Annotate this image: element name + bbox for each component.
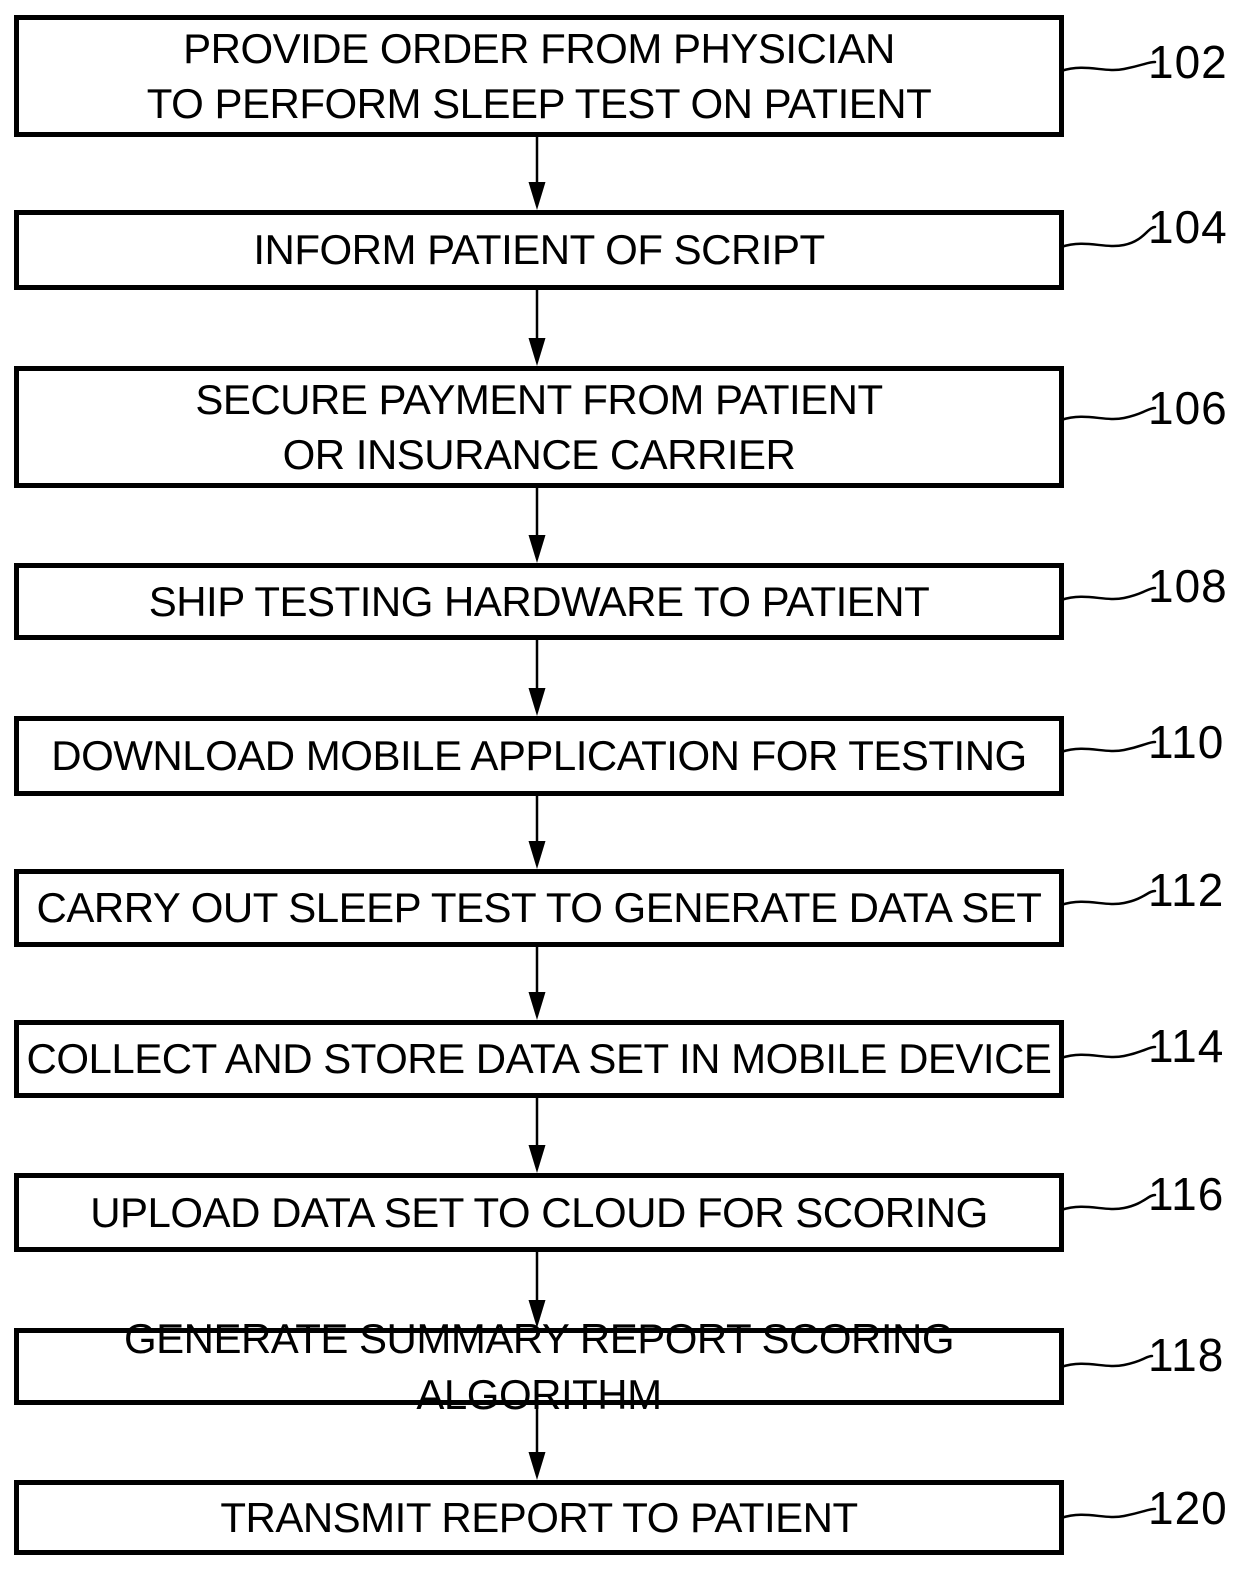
ref-number-120: 120: [1148, 1482, 1228, 1534]
step-box-provide-order: PROVIDE ORDER FROM PHYSICIAN TO PERFORM …: [14, 15, 1064, 137]
ref-number-102: 102: [1148, 36, 1228, 88]
ref-number-106: 106: [1148, 382, 1228, 434]
step-label: SECURE PAYMENT FROM PATIENT OR INSURANCE…: [195, 375, 883, 478]
step-label: TRANSMIT REPORT TO PATIENT: [220, 1493, 858, 1541]
ref-number-108: 108: [1148, 560, 1228, 612]
step-label: COLLECT AND STORE DATA SET IN MOBILE DEV…: [26, 1035, 1052, 1083]
step-label: SHIP TESTING HARDWARE TO PATIENT: [148, 577, 930, 625]
step-box-inform-patient: INFORM PATIENT OF SCRIPT: [14, 210, 1064, 290]
step-box-ship-hardware: SHIP TESTING HARDWARE TO PATIENT: [14, 563, 1064, 640]
step-box-secure-payment: SECURE PAYMENT FROM PATIENT OR INSURANCE…: [14, 366, 1064, 488]
step-label: PROVIDE ORDER FROM PHYSICIAN TO PERFORM …: [146, 24, 932, 127]
flow-arrow: [528, 137, 546, 1480]
ref-number-118: 118: [1148, 1329, 1225, 1381]
step-box-transmit-report: TRANSMIT REPORT TO PATIENT: [14, 1480, 1064, 1555]
lead-line: [1059, 60, 1157, 1520]
step-box-collect-store-data: COLLECT AND STORE DATA SET IN MOBILE DEV…: [14, 1020, 1064, 1098]
step-box-carry-out-test: CARRY OUT SLEEP TEST TO GENERATE DATA SE…: [14, 869, 1064, 947]
ref-number-114: 114: [1148, 1020, 1225, 1072]
ref-number-112: 112: [1148, 864, 1225, 916]
step-label: CARRY OUT SLEEP TEST TO GENERATE DATA SE…: [36, 884, 1042, 932]
step-box-upload-data: UPLOAD DATA SET TO CLOUD FOR SCORING: [14, 1173, 1064, 1252]
step-label: DOWNLOAD MOBILE APPLICATION FOR TESTING: [51, 732, 1027, 780]
ref-number-104: 104: [1148, 201, 1228, 253]
ref-number-110: 110: [1148, 716, 1225, 768]
step-box-generate-report: GENERATE SUMMARY REPORT SCORING ALGORITH…: [14, 1315, 1064, 1418]
step-box-download-app: DOWNLOAD MOBILE APPLICATION FOR TESTING: [14, 716, 1064, 796]
step-label: UPLOAD DATA SET TO CLOUD FOR SCORING: [90, 1188, 988, 1236]
step-label: INFORM PATIENT OF SCRIPT: [253, 226, 825, 274]
ref-number-116: 116: [1148, 1168, 1225, 1220]
step-label: GENERATE SUMMARY REPORT SCORING ALGORITH…: [123, 1315, 955, 1418]
